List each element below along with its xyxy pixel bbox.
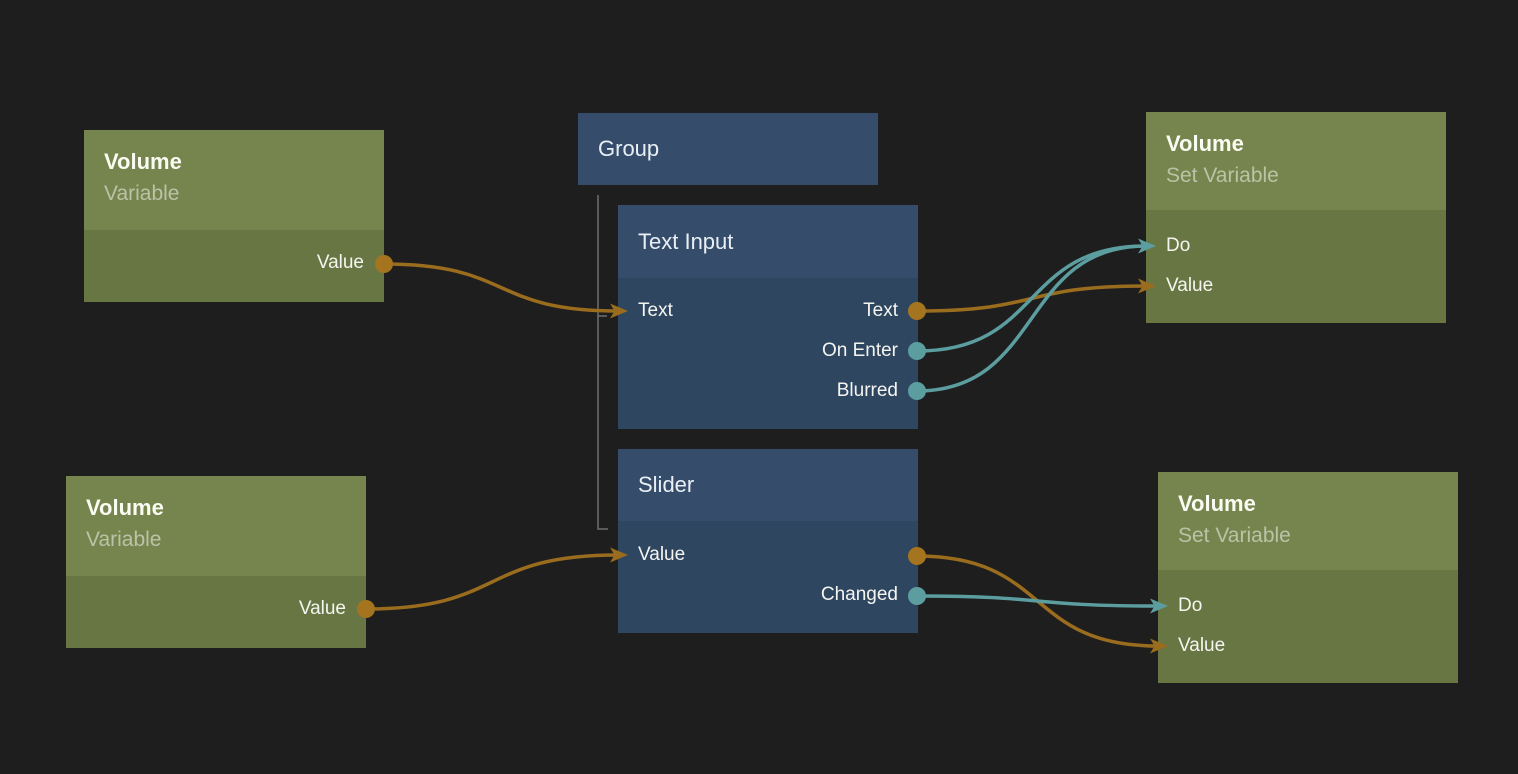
node-header[interactable]: Volume Variable — [66, 476, 366, 576]
input-port-label[interactable]: Value — [1178, 635, 1226, 656]
node-subtitle: Variable — [86, 528, 162, 551]
port-row: Do — [1158, 586, 1458, 626]
wire-changed-to-do[interactable] — [916, 594, 1159, 608]
node-set-variable-volume-top[interactable]: Volume Set Variable Do Value — [1146, 112, 1446, 323]
node-title: Volume — [86, 495, 164, 520]
port-row: Value — [618, 535, 918, 575]
node-body: Do Value — [1146, 210, 1446, 323]
output-port-label[interactable]: On Enter — [821, 340, 898, 361]
node-variable-volume-top[interactable]: Volume Variable Value — [84, 130, 384, 302]
node-subtitle: Variable — [104, 182, 180, 205]
wire-variable-to-textinput[interactable] — [383, 262, 619, 313]
node-header[interactable]: Volume Set Variable — [1146, 112, 1446, 210]
port-row: Do — [1146, 226, 1446, 266]
node-title: Volume — [104, 149, 182, 174]
port-row: Changed — [618, 575, 918, 615]
port-row: Blurred — [618, 371, 918, 411]
port-row: Text Text — [618, 291, 918, 331]
input-port-label[interactable]: Text — [638, 300, 673, 321]
wire-slider-value-to-setvariable-value[interactable] — [916, 554, 1159, 648]
output-port-label[interactable]: Changed — [820, 584, 898, 605]
input-port-label[interactable]: Value — [638, 544, 686, 565]
node-header[interactable]: Volume Variable — [84, 130, 384, 230]
input-port-label[interactable]: Do — [1178, 595, 1203, 616]
node-body: Do Value — [1158, 570, 1458, 683]
node-group[interactable]: Group — [578, 113, 878, 185]
port-row: Value — [66, 589, 366, 629]
port-row: Value — [84, 243, 384, 283]
node-subtitle: Set Variable — [1166, 164, 1279, 187]
wire-textinput-text-to-setvariable-value[interactable] — [916, 284, 1147, 313]
node-title: Slider — [638, 472, 695, 497]
node-body: Value — [66, 576, 366, 648]
node-body: Text Text On Enter Blurred — [618, 278, 918, 429]
node-slider[interactable]: Slider Value Changed — [618, 449, 918, 633]
port-row: Value — [1158, 626, 1458, 666]
output-port-label[interactable]: Value — [316, 252, 364, 273]
node-body: Value — [84, 230, 384, 302]
wire-variable-to-slider[interactable] — [365, 553, 619, 611]
output-port-label[interactable]: Text — [863, 300, 898, 321]
output-port-label[interactable]: Blurred — [836, 380, 898, 401]
node-header[interactable]: Volume Set Variable — [1158, 472, 1458, 570]
input-port-label[interactable]: Value — [1166, 275, 1214, 296]
node-body: Value Changed — [618, 521, 918, 633]
node-title: Text Input — [638, 228, 734, 254]
group-bracket-line — [597, 195, 608, 530]
group-title: Group — [598, 136, 660, 161]
wire-blurred-to-do[interactable] — [916, 244, 1147, 393]
node-set-variable-volume-bottom[interactable]: Volume Set Variable Do Value — [1158, 472, 1458, 683]
wire-onenter-to-do[interactable] — [916, 244, 1147, 353]
port-row: Value — [1146, 266, 1446, 306]
port-row: On Enter — [618, 331, 918, 371]
node-variable-volume-bottom[interactable]: Volume Variable Value — [66, 476, 366, 648]
node-header[interactable]: Slider — [618, 449, 918, 521]
group-header[interactable]: Group — [578, 113, 878, 185]
node-subtitle: Set Variable — [1178, 524, 1291, 547]
node-title: Volume — [1166, 131, 1244, 156]
output-port-label[interactable]: Value — [298, 598, 346, 619]
node-text-input[interactable]: Text Input Text Text On Enter Blurred — [618, 205, 918, 429]
input-port-label[interactable]: Do — [1166, 235, 1191, 256]
node-title: Volume — [1178, 491, 1256, 516]
node-header[interactable]: Text Input — [618, 205, 918, 278]
